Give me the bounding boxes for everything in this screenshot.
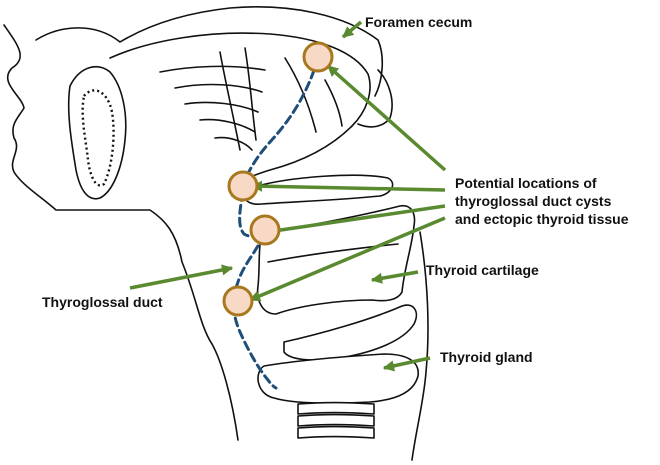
thyroid-gland-shape xyxy=(257,353,419,404)
trachea-rings xyxy=(297,401,375,439)
label-foramen-cecum: Foramen cecum xyxy=(365,14,472,30)
label-thyroid-gland: Thyroid gland xyxy=(440,349,533,365)
location-circle-infrahyoid xyxy=(222,285,254,317)
label-potential-line-3: and ectopic thyroid tissue xyxy=(455,211,629,227)
arrow-foramen-cecum xyxy=(341,20,363,39)
location-circle-foramen-cecum xyxy=(302,41,334,73)
palate-outline xyxy=(35,6,384,97)
label-thyroid-cartilage: Thyroid cartilage xyxy=(426,262,539,278)
arrow-thyroid-cartilage xyxy=(370,270,419,284)
face-profile xyxy=(3,24,239,441)
arrow-thyroglossal-duct xyxy=(129,264,234,290)
text-labels: Foramen cecum Potential locations of thy… xyxy=(42,14,629,365)
location-circle-suprahyoid xyxy=(227,170,259,202)
mandible-texture xyxy=(81,89,115,187)
cricoid-cartilage xyxy=(283,304,418,361)
arrow-location-2 xyxy=(250,180,446,192)
arrow-location-3 xyxy=(265,204,446,237)
label-potential-line-2: thyroglossal duct cysts xyxy=(455,193,612,209)
arrow-location-1 xyxy=(326,64,447,172)
thyroid-cartilage-inner-line xyxy=(267,243,399,263)
mandible-outline xyxy=(67,65,127,200)
label-thyroglossal-duct: Thyroglossal duct xyxy=(42,294,163,310)
posterior-neck-line xyxy=(411,231,429,461)
tongue-outline xyxy=(109,32,371,197)
label-potential-line-1: Potential locations of xyxy=(455,175,597,191)
hyoid-bone xyxy=(243,174,394,205)
arrow-thyroid-gland xyxy=(382,356,431,372)
thyroglossal-duct-path xyxy=(232,56,320,390)
potential-locations xyxy=(222,41,334,317)
arrow-location-4 xyxy=(248,216,446,302)
annotation-arrows xyxy=(129,20,447,372)
epiglottis-outline xyxy=(357,69,393,128)
location-circle-hyoid xyxy=(249,214,281,246)
anatomy-outline xyxy=(3,6,429,461)
